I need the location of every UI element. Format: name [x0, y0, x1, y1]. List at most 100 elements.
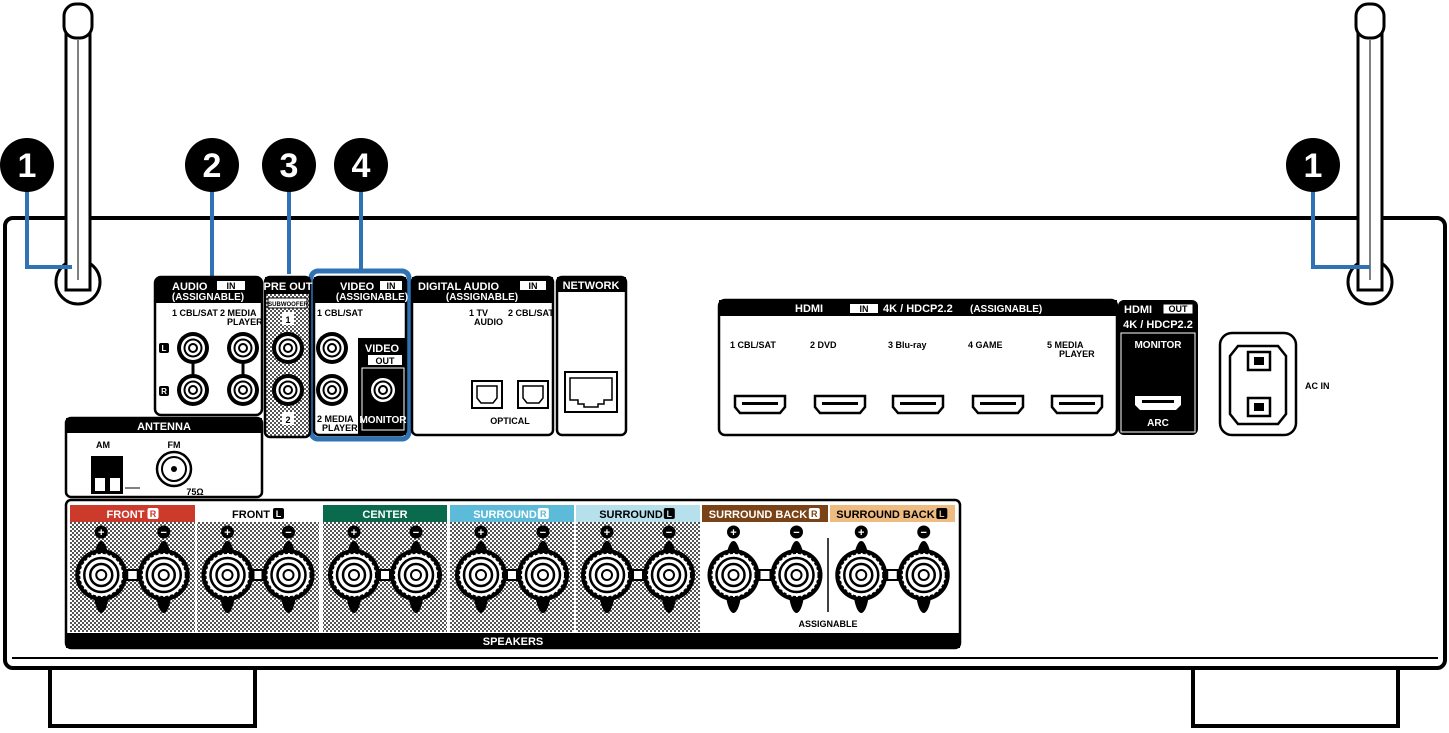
rca-jack [272, 332, 304, 364]
minus-icon: − [666, 527, 672, 539]
svg-text:(ASSIGNABLE): (ASSIGNABLE) [336, 292, 408, 303]
svg-text:2 MEDIA: 2 MEDIA [317, 414, 354, 424]
svg-text:PLAYER: PLAYER [227, 317, 263, 327]
minus-icon: − [285, 527, 291, 539]
ac-inlet [1218, 331, 1298, 437]
svg-text:2 MEDIA: 2 MEDIA [220, 308, 257, 318]
svg-text:OUT: OUT [376, 356, 396, 366]
svg-text:NETWORK: NETWORK [563, 280, 620, 292]
am-terminal [91, 456, 140, 494]
plus-icon: + [224, 527, 230, 539]
audio-in-panel: AUDIO IN (ASSIGNABLE) 1 CBL/SAT 2 MEDIA … [153, 275, 264, 417]
speaker-binding-post-plus: + [201, 525, 254, 613]
left-antenna [54, 2, 102, 306]
speaker-side-badge: L [939, 509, 945, 519]
hdmi-out-panel: HDMI OUT 4K / HDCP2.2 MONITOR ARC [1118, 300, 1198, 435]
speaker-binding-post-minus: − [390, 525, 442, 613]
svg-text:OUT: OUT [1169, 304, 1189, 314]
minus-icon: − [413, 527, 419, 539]
speaker-binding-post-minus: − [137, 525, 190, 613]
antenna-panel: ANTENNA AM FM 75Ω [64, 416, 264, 499]
hdmi-input-label: 1 CBL/SAT [730, 340, 776, 350]
svg-text:OPTICAL: OPTICAL [490, 416, 530, 426]
speaker-binding-post-minus: − [770, 525, 823, 613]
speaker-side-badge: R [150, 509, 157, 519]
svg-text:1 CBL/SAT: 1 CBL/SAT [172, 308, 218, 318]
rca-jack [227, 332, 259, 364]
svg-text:4: 4 [352, 147, 371, 185]
speaker-channel-label: FRONT [232, 509, 270, 521]
speaker-binding-post-minus: − [897, 525, 950, 613]
speaker-binding-post-plus: + [581, 525, 633, 613]
speaker-channel-label: CENTER [362, 509, 407, 521]
ethernet-port [564, 371, 618, 413]
svg-text:AUDIO: AUDIO [474, 317, 503, 327]
rca-jack [177, 332, 209, 364]
svg-text:AM: AM [96, 440, 110, 450]
svg-text:PRE OUT: PRE OUT [264, 281, 313, 293]
callout-2: 2 [185, 138, 239, 192]
svg-text:IN: IN [529, 281, 538, 291]
speaker-side-badge: L [667, 509, 673, 519]
hdmi-input-label: 2 DVD [810, 340, 837, 350]
speaker-channel-label: SURROUND [473, 509, 537, 521]
svg-text:2 CBL/SAT: 2 CBL/SAT [508, 308, 554, 318]
speaker-terminal-group: FRONT R +− [70, 505, 195, 632]
rca-jack [227, 374, 259, 406]
svg-text:R: R [161, 387, 167, 396]
svg-text:4K / HDCP2.2: 4K / HDCP2.2 [883, 303, 953, 315]
minus-icon: − [921, 527, 927, 539]
speaker-binding-post-plus: + [75, 525, 128, 613]
svg-text:SPEAKERS: SPEAKERS [483, 636, 544, 648]
speaker-side-badge: R [811, 509, 818, 519]
right-foot [1191, 664, 1400, 728]
video-out-panel: VIDEO OUT MONITOR [358, 338, 407, 435]
svg-text:VIDEO: VIDEO [365, 343, 400, 355]
left-foot [48, 664, 257, 728]
svg-text:ANTENNA: ANTENNA [137, 421, 191, 433]
svg-text:SUBWOOFER: SUBWOOFER [268, 302, 308, 308]
rca-jack [316, 374, 348, 406]
svg-text:1: 1 [285, 315, 290, 325]
pre-out-panel: PRE OUT SUBWOOFER 1 2 [264, 275, 313, 439]
svg-text:(ASSIGNABLE): (ASSIGNABLE) [446, 292, 518, 303]
hdmi-in-panel: HDMI IN 4K / HDCP2.2 (ASSIGNABLE) 1 CBL/… [717, 298, 1119, 437]
svg-text:IN: IN [860, 304, 869, 314]
right-antenna [1346, 2, 1394, 306]
speaker-channel-label: SURROUND BACK [709, 509, 807, 521]
plus-icon: + [351, 527, 357, 539]
svg-text:(ASSIGNABLE): (ASSIGNABLE) [172, 292, 244, 303]
svg-text:1: 1 [1304, 147, 1323, 185]
svg-text:HDMI: HDMI [795, 303, 823, 315]
plus-icon: + [730, 527, 736, 539]
network-panel: NETWORK [555, 275, 628, 437]
rca-jack [316, 332, 348, 364]
svg-text:MONITOR: MONITOR [359, 415, 407, 426]
svg-text:4K / HDCP2.2: 4K / HDCP2.2 [1123, 319, 1193, 331]
speaker-channel-label: SURROUND [599, 509, 663, 521]
svg-text:2: 2 [285, 415, 290, 425]
callout-1-left: 1 [0, 138, 54, 192]
rca-jack [177, 374, 209, 406]
speaker-binding-post-minus: − [643, 525, 695, 613]
speaker-channel-label: SURROUND BACK [836, 509, 934, 521]
speaker-side-badge: L [276, 509, 282, 519]
svg-text:1 CBL/SAT: 1 CBL/SAT [317, 308, 363, 318]
minus-icon: − [540, 527, 546, 539]
svg-text:ARC: ARC [1147, 418, 1169, 429]
hdmi-input-label-2: PLAYER [1059, 349, 1095, 359]
callout-4: 4 [334, 138, 388, 192]
svg-text:IN: IN [227, 281, 236, 291]
speaker-side-badge: R [540, 509, 547, 519]
rca-jack [367, 374, 399, 406]
svg-text:FM: FM [168, 440, 181, 450]
speaker-binding-post-plus: + [707, 525, 760, 613]
callout-3: 3 [262, 138, 316, 192]
svg-text:DIGITAL AUDIO: DIGITAL AUDIO [418, 281, 500, 293]
speaker-channel-label: FRONT [107, 509, 145, 521]
optical-port-2 [517, 380, 549, 409]
